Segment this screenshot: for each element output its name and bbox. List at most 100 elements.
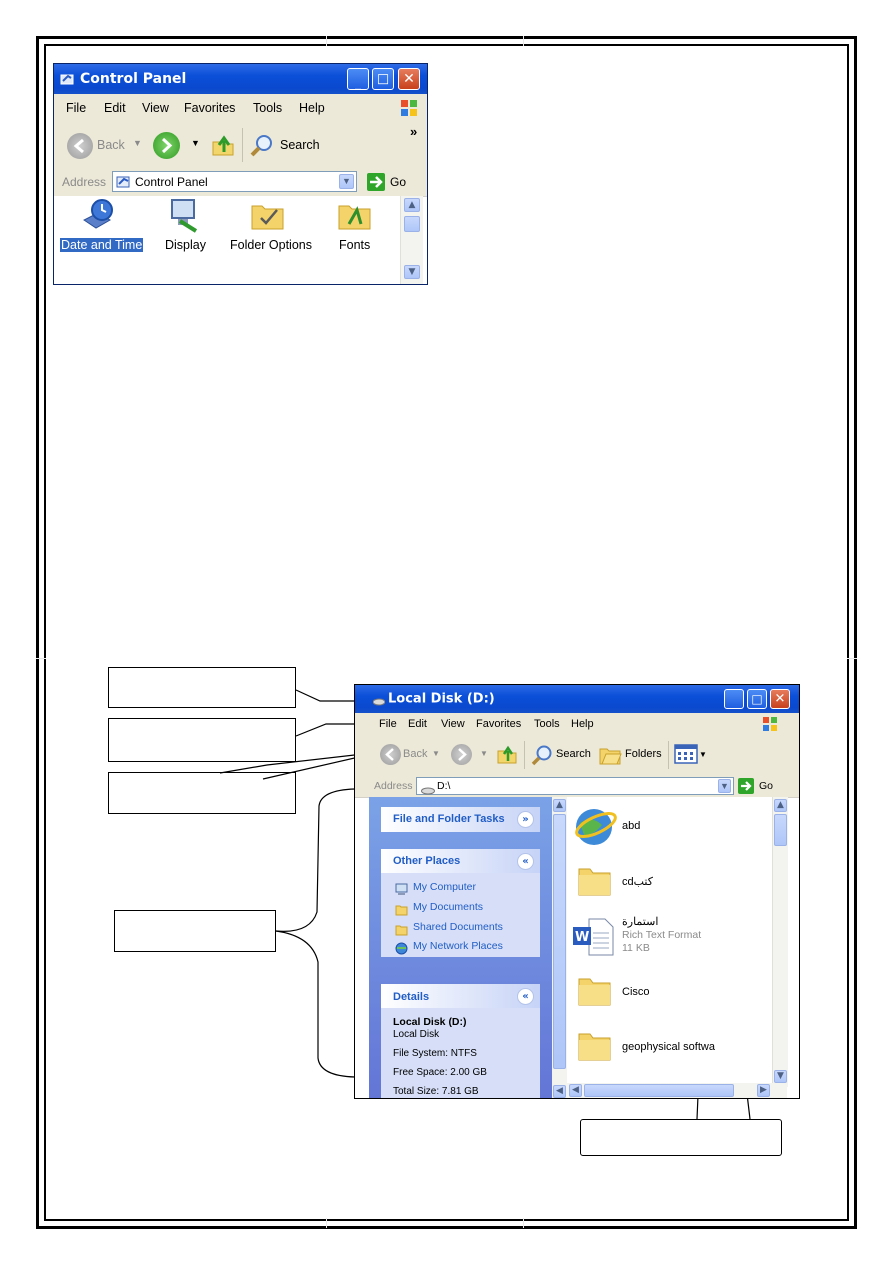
ie-globe-icon[interactable] (572, 805, 618, 847)
drive-icon (372, 695, 386, 706)
menu-tools[interactable]: Tools (534, 718, 560, 730)
minimize-button[interactable]: _ (347, 68, 369, 90)
maximize-button[interactable]: □ (747, 689, 767, 709)
vertical-scrollbar[interactable]: ▲ ▼ (772, 797, 788, 1087)
back-dropdown-icon[interactable]: ▼ (133, 138, 142, 148)
folder-options-icon[interactable] (250, 198, 286, 232)
search-label[interactable]: Search (280, 138, 320, 152)
scroll-left-button[interactable]: ◀ (569, 1084, 582, 1097)
address-field[interactable]: D:\ ▼ (416, 777, 734, 795)
file-name-cd-books[interactable]: cdكتب (622, 876, 653, 888)
menu-tools[interactable]: Tools (253, 101, 283, 115)
folder-icon[interactable] (577, 1028, 613, 1062)
scroll-left-button[interactable]: ◀ (553, 1085, 566, 1098)
back-label[interactable]: Back (97, 138, 125, 152)
menu-file[interactable]: File (379, 718, 397, 730)
go-arrow-icon[interactable] (367, 173, 385, 191)
menu-view[interactable]: View (441, 718, 465, 730)
views-dropdown-icon[interactable]: ▼ (699, 750, 707, 759)
file-list: abd cdكتب W استمارة Rich Text Format 11 … (567, 797, 781, 1086)
go-arrow-icon[interactable] (738, 778, 754, 794)
collapse-chevron-icon[interactable]: « (517, 853, 534, 870)
border-tick (847, 658, 857, 659)
collapse-chevron-icon[interactable]: « (517, 988, 534, 1005)
page-border-inner (44, 44, 849, 1221)
close-button[interactable]: ✕ (770, 689, 790, 709)
date-time-icon[interactable] (80, 198, 116, 232)
icon-label-folder-options[interactable]: Folder Options (230, 238, 312, 252)
forward-dropdown-icon[interactable]: ▼ (191, 138, 200, 148)
panel-heading-details[interactable]: Details (393, 991, 430, 1003)
up-folder-icon[interactable] (210, 132, 236, 158)
menu-favorites[interactable]: Favorites (476, 718, 522, 730)
menu-view[interactable]: View (142, 101, 169, 115)
vertical-scrollbar[interactable]: ▲ ▼ (400, 196, 423, 284)
menu-edit[interactable]: Edit (104, 101, 126, 115)
title-bar[interactable]: Local Disk (D:) _ □ ✕ (355, 685, 799, 713)
menu-help[interactable]: Help (571, 718, 594, 730)
forward-dropdown-icon[interactable]: ▼ (480, 749, 488, 758)
views-icon[interactable] (674, 743, 698, 765)
close-button[interactable]: ✕ (398, 68, 420, 90)
minimize-button[interactable]: _ (724, 689, 744, 709)
word-document-icon[interactable]: W (571, 917, 615, 957)
horizontal-scrollbar[interactable]: ◀ ▶ (567, 1083, 787, 1098)
toolbar-chevron[interactable]: » (410, 124, 418, 139)
search-label[interactable]: Search (556, 748, 591, 760)
menu-edit[interactable]: Edit (408, 718, 427, 730)
display-icon[interactable] (166, 197, 202, 233)
scroll-down-button[interactable]: ▼ (404, 265, 420, 279)
expand-chevron-icon[interactable]: » (517, 811, 534, 828)
menu-help[interactable]: Help (299, 101, 325, 115)
scroll-thumb[interactable] (404, 216, 420, 232)
go-label[interactable]: Go (759, 780, 774, 792)
file-name-abd[interactable]: abd (622, 820, 641, 832)
go-label[interactable]: Go (390, 175, 407, 189)
menu-favorites[interactable]: Favorites (184, 101, 236, 115)
fonts-folder-icon[interactable] (337, 198, 373, 232)
control-panel-content: Date and Time Display Folder Options Fon… (54, 196, 400, 284)
forward-arrow-icon[interactable] (451, 744, 472, 765)
file-folder-tasks-panel[interactable]: File and Folder Tasks » (381, 807, 540, 832)
icon-label-fonts[interactable]: Fonts (339, 238, 371, 252)
scroll-right-button[interactable]: ▶ (757, 1084, 770, 1097)
place-link-my-documents[interactable]: My Documents (413, 901, 484, 913)
search-icon[interactable] (249, 132, 275, 158)
folder-icon[interactable] (577, 863, 613, 897)
panel-heading-file-folder-tasks[interactable]: File and Folder Tasks (393, 813, 505, 825)
title-bar[interactable]: Control Panel _ □ ✕ (54, 64, 427, 94)
scroll-thumb[interactable] (774, 814, 787, 846)
up-folder-icon[interactable] (496, 743, 518, 765)
place-link-my-network-places[interactable]: My Network Places (413, 940, 503, 952)
menu-file[interactable]: File (66, 101, 87, 115)
address-field[interactable]: Control Panel ▼ (112, 171, 357, 192)
maximize-button[interactable]: □ (372, 68, 394, 90)
back-arrow-icon[interactable] (380, 744, 401, 765)
file-name-form[interactable]: استمارة (622, 916, 659, 928)
place-link-my-computer[interactable]: My Computer (413, 881, 477, 893)
folders-icon[interactable] (598, 743, 622, 767)
scroll-thumb[interactable] (553, 814, 566, 1069)
folder-icon[interactable] (577, 973, 613, 1007)
back-dropdown-icon[interactable]: ▼ (432, 749, 440, 758)
file-name-cisco[interactable]: Cisco (622, 986, 650, 998)
file-name-geophysical-software[interactable]: geophysical softwa (622, 1041, 715, 1053)
task-pane-scrollbar[interactable]: ▲ ◀ (552, 797, 567, 1098)
folders-label[interactable]: Folders (625, 748, 662, 760)
scroll-up-button[interactable]: ▲ (404, 198, 420, 212)
scroll-up-button[interactable]: ▲ (774, 799, 787, 812)
panel-heading-other-places[interactable]: Other Places (393, 855, 461, 867)
back-label[interactable]: Back (403, 748, 428, 760)
back-arrow-icon[interactable] (67, 133, 93, 159)
forward-arrow-icon[interactable] (153, 132, 180, 159)
scroll-thumb[interactable] (584, 1084, 734, 1097)
place-link-shared-documents[interactable]: Shared Documents (413, 921, 503, 933)
search-icon[interactable] (530, 743, 554, 767)
scroll-down-button[interactable]: ▼ (774, 1070, 787, 1083)
border-tick (523, 1218, 524, 1228)
address-dropdown-button[interactable]: ▼ (718, 779, 731, 793)
address-dropdown-button[interactable]: ▼ (339, 174, 354, 189)
icon-label-display[interactable]: Display (165, 238, 206, 252)
scroll-up-button[interactable]: ▲ (553, 799, 566, 812)
icon-label-date-and-time[interactable]: Date and Time (60, 238, 144, 252)
